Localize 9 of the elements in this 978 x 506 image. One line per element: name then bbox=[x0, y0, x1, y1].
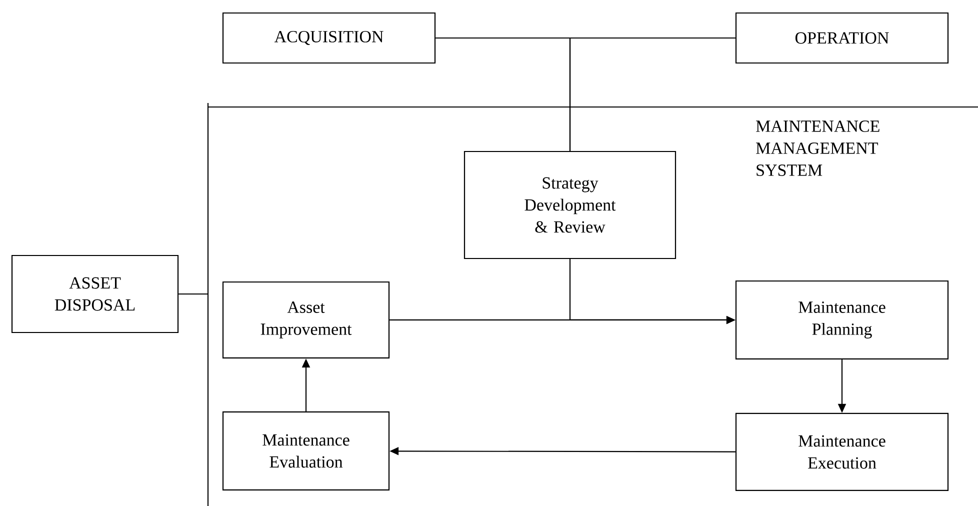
process-box: Maintenance Evaluation bbox=[222, 411, 390, 491]
process-box: Maintenance Execution bbox=[735, 412, 949, 492]
stage-box: ASSET DISPOSAL bbox=[11, 254, 179, 334]
process-box: Asset Improvement bbox=[222, 281, 390, 359]
stage-box: ACQUISITION bbox=[222, 12, 436, 64]
stage-box: OPERATION bbox=[735, 12, 949, 64]
system-label: MAINTENANCE MANAGEMENT SYSTEM bbox=[756, 120, 880, 176]
process-box: Strategy Development & Review bbox=[464, 150, 676, 260]
process-box: Maintenance Planning bbox=[735, 280, 949, 360]
